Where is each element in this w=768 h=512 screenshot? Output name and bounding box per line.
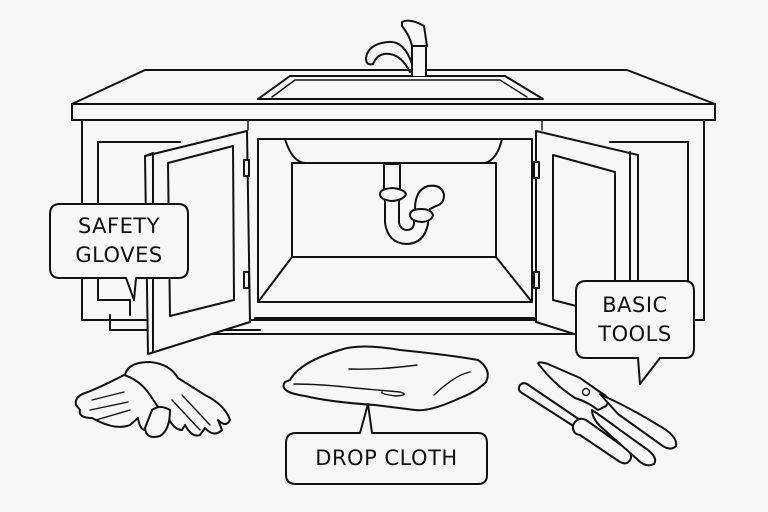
basic-tools-line1: BASIC xyxy=(602,292,668,317)
safety-gloves-line2: GLOVES xyxy=(75,243,163,267)
p-trap-icon xyxy=(379,163,445,245)
gloves-icon xyxy=(74,361,231,438)
safety-gloves-label: SAFETY GLOVES xyxy=(50,204,188,278)
drop-cloth-label: DROP CLOTH xyxy=(286,433,487,484)
basic-tools-label: BASIC TOOLS xyxy=(576,281,694,358)
faucet-icon xyxy=(365,19,428,77)
countertop xyxy=(71,69,716,121)
sink-basin xyxy=(257,75,544,100)
drop-cloth-icon xyxy=(282,345,489,412)
drop-cloth-line1: DROP CLOTH xyxy=(315,446,458,470)
screwdriver-icon xyxy=(517,382,633,465)
pliers-icon xyxy=(537,361,678,467)
basic-tools-line2: TOOLS xyxy=(598,321,672,346)
safety-gloves-line1: SAFETY xyxy=(77,214,161,238)
